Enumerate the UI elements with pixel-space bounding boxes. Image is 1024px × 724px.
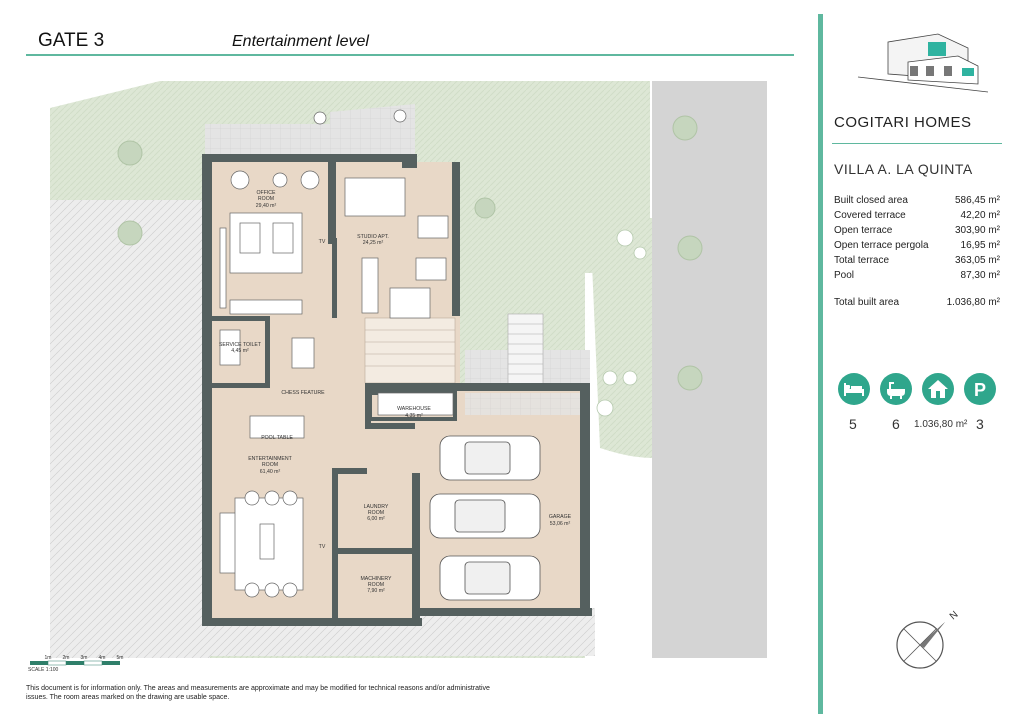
total-row: Total built area 1.036,80 m² [834, 297, 1000, 308]
svg-text:P: P [974, 380, 986, 400]
toilet [417, 215, 449, 239]
area-machinery: 7,90 m² [367, 588, 385, 594]
area-value: 303,90 m² [954, 225, 1000, 236]
area-warehouse: 4,35 m² [405, 413, 423, 419]
brand-divider [832, 143, 1002, 144]
area-label: Covered terrace [834, 210, 906, 221]
scale-tick-1: 1m [45, 655, 52, 661]
gate-title: GATE 3 [38, 30, 105, 51]
area-laundry: 6,00 m² [367, 516, 385, 522]
area-label: Built closed area [834, 195, 908, 206]
pool-table-shape [249, 415, 305, 439]
bathtub-icon [880, 373, 912, 405]
area-row: Built closed area 586,45 m² [834, 195, 1000, 206]
area-row: Open terrace pergola 16,95 m² [834, 240, 1000, 251]
area-label: Total terrace [834, 255, 890, 266]
built-area-value: 1.036,80 m² [914, 419, 968, 430]
bedrooms-count: 5 [849, 416, 857, 432]
north-arrow-icon: N [896, 609, 961, 669]
scale-tick-4: 4m [99, 655, 106, 661]
chess-table [291, 337, 315, 369]
paving [50, 200, 210, 658]
area-label: Open terrace [834, 225, 893, 236]
scale-bar: 1m 2m 3m 4m 5m [30, 655, 124, 666]
area-studio: 24,25 m² [363, 240, 384, 246]
brand-logo [857, 33, 989, 93]
tv-label-ent: TV [319, 544, 326, 550]
scale-label: SCALE 1:100 [28, 667, 59, 673]
area-row: Open terrace 303,90 m² [834, 225, 1000, 236]
area-label: Pool [834, 270, 855, 281]
area-value: 16,95 m² [960, 240, 1000, 251]
top-terrace [205, 104, 415, 158]
area-value: 42,20 m² [960, 210, 1000, 221]
tv-label-office: TV [319, 239, 326, 245]
label-warehouse: WAREHOUSE [397, 406, 431, 412]
header-divider [26, 54, 794, 56]
area-row: Total terrace 363,05 m² [834, 255, 1000, 266]
panel-divider [818, 14, 823, 714]
area-garage: 53,06 m² [550, 521, 571, 527]
area-value: 87,30 m² [960, 270, 1000, 281]
area-row: Covered terrace 42,20 m² [834, 210, 1000, 221]
house-icon [922, 373, 954, 405]
bathrooms-count: 6 [892, 416, 900, 432]
road [652, 81, 767, 658]
label-garage: GARAGE [549, 514, 572, 520]
area-entertainment: 61,40 m² [260, 469, 281, 475]
label-chess: CHESS FEATURE [281, 390, 325, 396]
parking-icon: P [964, 373, 996, 405]
scale-tick-2: 2m [63, 655, 70, 661]
area-toilet: 4,45 m² [231, 348, 249, 354]
north-label: N [948, 609, 961, 622]
scale-tick-5: 5m [117, 655, 124, 661]
bed-icon [838, 373, 870, 405]
area-office: 29,40 m² [256, 203, 277, 209]
parking-count: 3 [976, 416, 984, 432]
label-pooltable: POOL TABLE [261, 435, 293, 441]
area-row: Pool 87,30 m² [834, 270, 1000, 281]
studio-bed [344, 177, 406, 217]
area-label: Open terrace pergola [834, 240, 929, 251]
brand-name: COGITARI HOMES [834, 114, 972, 131]
scale-tick-3: 3m [81, 655, 88, 661]
label-studio: STUDIO APT. [357, 234, 389, 240]
level-title: Entertainment level [232, 33, 369, 50]
area-value: 586,45 m² [954, 195, 1000, 206]
villa-name: VILLA A. LA QUINTA [834, 161, 973, 177]
total-value: 1.036,80 m² [946, 297, 1000, 308]
total-label: Total built area [834, 297, 900, 308]
label-toilet: SERVICE TOILET [219, 342, 262, 348]
disclaimer: This document is for information only. T… [26, 685, 490, 701]
area-value: 363,05 m² [954, 255, 1000, 266]
